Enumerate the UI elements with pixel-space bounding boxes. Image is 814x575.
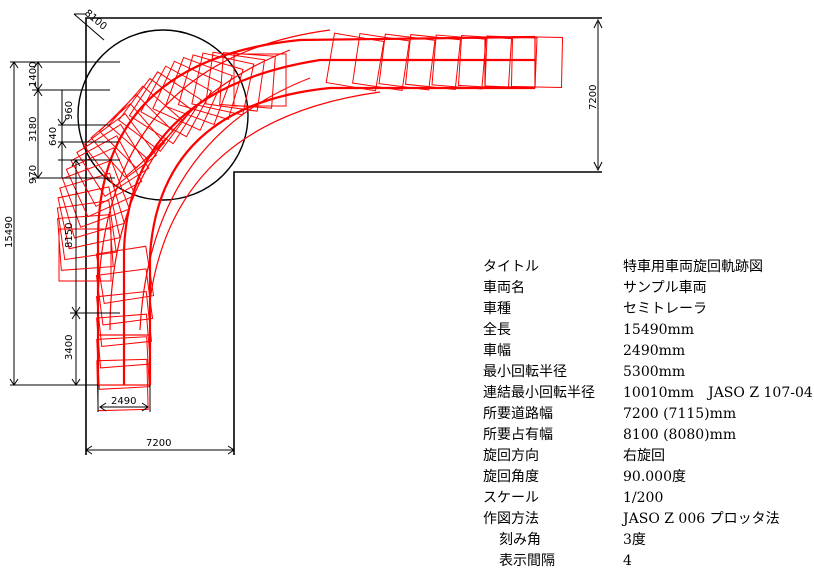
trajectory-curve bbox=[109, 49, 291, 331]
vehicle-outline bbox=[57, 214, 114, 271]
vehicle-outline bbox=[76, 123, 150, 198]
spec-row-vehicle-type: 車種 セミトレーラ bbox=[483, 299, 813, 320]
spec-label: 車両名 bbox=[483, 280, 525, 296]
spec-row-min-radius: 最小回転半径 5300mm bbox=[483, 362, 813, 383]
trajectory-curve bbox=[97, 29, 331, 301]
spec-row-vehicle-name: 車両名 サンプル車両 bbox=[483, 278, 813, 299]
vehicle-outline-final bbox=[484, 36, 536, 88]
spec-value: 90.000度 bbox=[623, 469, 686, 485]
dim-640: 640 bbox=[48, 127, 59, 146]
spec-row-occupied-width: 所要占有幅 8100 (8080)mm bbox=[483, 425, 813, 446]
vehicle-outline bbox=[98, 93, 174, 169]
vehicle-outline bbox=[233, 53, 287, 107]
vehicle-outline bbox=[58, 228, 112, 282]
dim-3400: 3400 bbox=[64, 335, 75, 360]
vehicle-outline bbox=[205, 51, 266, 112]
dim-3180: 3180 bbox=[28, 117, 39, 142]
spec-label: 刻み角 bbox=[499, 532, 541, 548]
spec-label: 作図方法 bbox=[483, 511, 539, 527]
vehicle-outline bbox=[191, 52, 255, 116]
spec-value: 5300mm bbox=[623, 364, 686, 380]
vehicle-outline bbox=[95, 268, 154, 326]
spec-value: 右旋回 bbox=[623, 448, 665, 464]
vehicle-outline bbox=[164, 56, 233, 126]
vehicle-outline bbox=[59, 172, 126, 239]
vehicle-outline bbox=[510, 35, 564, 89]
spec-value: 8100 (8080)mm bbox=[623, 427, 737, 443]
vehicle-outline bbox=[325, 32, 385, 92]
spec-label: スケール bbox=[483, 490, 539, 506]
spec-label: 旋回角度 bbox=[483, 469, 539, 485]
vehicle-outline bbox=[61, 159, 131, 228]
spec-value: 15490mm bbox=[623, 322, 695, 338]
turning-circle bbox=[77, 29, 249, 201]
trajectory-curve bbox=[139, 77, 311, 331]
spec-label: 最小回転半径 bbox=[483, 364, 567, 380]
spec-value: 10010mm JASO Z 107-04 bbox=[623, 385, 813, 401]
spec-value: セミトレーラ bbox=[623, 301, 707, 317]
spec-value: サンプル車両 bbox=[623, 280, 707, 296]
spec-value: JASO Z 006 プロッタ法 bbox=[623, 511, 780, 527]
dim-960: 960 bbox=[64, 101, 75, 120]
spec-row-coupled-radius: 連結最小回転半径 10010mm JASO Z 107-04 bbox=[483, 383, 813, 404]
spec-row-turn-angle: 旋回角度 90.000度 bbox=[483, 467, 813, 488]
dim-8150: 8150 bbox=[64, 223, 75, 248]
vehicle-outline bbox=[404, 33, 462, 91]
spec-value: 特車用車両旋回軌跡図 bbox=[623, 259, 763, 275]
dim-1400: 1400 bbox=[28, 62, 39, 87]
vehicle-outline bbox=[152, 60, 223, 131]
spec-label: 所要道路幅 bbox=[483, 406, 553, 422]
spec-label: タイトル bbox=[483, 259, 539, 275]
spec-row-title: タイトル 特車用車両旋回軌跡図 bbox=[483, 257, 813, 278]
spec-value: 3度 bbox=[623, 532, 646, 548]
trajectory-curve bbox=[148, 86, 535, 385]
spec-row-scale: スケール 1/200 bbox=[483, 488, 813, 509]
trajectory-curve bbox=[122, 58, 535, 385]
spec-label: 全長 bbox=[483, 322, 511, 338]
vehicle-outline bbox=[128, 71, 203, 145]
spec-row-step-angle: 刻み角 3度 bbox=[483, 530, 813, 551]
dim-total-length: 15490 bbox=[4, 216, 15, 248]
spec-value: 4 bbox=[623, 553, 632, 569]
vehicle-outline bbox=[95, 290, 153, 348]
vehicle-outline bbox=[378, 33, 436, 91]
vehicle-outline bbox=[82, 113, 157, 188]
vehicle-outline bbox=[95, 245, 155, 305]
spec-value: 2490mm bbox=[623, 343, 686, 359]
vehicle-outline bbox=[90, 103, 166, 178]
spec-label: 連結最小回転半径 bbox=[483, 385, 595, 401]
dim-bottom-width: 7200 bbox=[146, 438, 171, 449]
vehicle-outline bbox=[140, 65, 213, 138]
vehicle-outline bbox=[352, 33, 410, 91]
dim-vehicle-width: 2490 bbox=[111, 396, 136, 407]
vehicle-outline-start bbox=[97, 334, 151, 386]
spec-row-road-width: 所要道路幅 7200 (7115)mm bbox=[483, 404, 813, 425]
spec-value: 7200 (7115)mm bbox=[623, 406, 737, 422]
spec-label: 表示間隔 bbox=[499, 553, 555, 569]
vehicle-outline bbox=[65, 147, 136, 218]
vehicle-outline bbox=[57, 186, 121, 250]
road-boundary bbox=[85, 17, 602, 455]
spec-table: タイトル 特車用車両旋回軌跡図 車両名 サンプル車両 車種 セミトレーラ 全長 1549… bbox=[483, 257, 813, 572]
dimension-lines bbox=[9, 13, 603, 455]
spec-label: 所要占有幅 bbox=[483, 427, 553, 443]
spec-row-width: 車幅 2490mm bbox=[483, 341, 813, 362]
dimension-labels: 8100 7200 7200 2490 15490 1400 3180 960 … bbox=[4, 8, 599, 449]
trajectory-group bbox=[56, 29, 564, 412]
vehicle-outline bbox=[70, 135, 143, 208]
trajectory-curve bbox=[149, 91, 381, 301]
spec-label: 車幅 bbox=[483, 343, 511, 359]
spec-label: 旋回方向 bbox=[483, 448, 539, 464]
dim-right-height: 7200 bbox=[588, 85, 599, 110]
spec-label: 車種 bbox=[483, 301, 511, 317]
dim-970: 970 bbox=[28, 165, 39, 184]
spec-row-length: 全長 15490mm bbox=[483, 320, 813, 341]
vehicle-outline bbox=[177, 54, 244, 121]
vehicle-outline bbox=[108, 85, 183, 161]
spec-row-method: 作図方法 JASO Z 006 プロッタ法 bbox=[483, 509, 813, 530]
spec-row-display-interval: 表示間隔 4 bbox=[483, 551, 813, 572]
spec-value: 1/200 bbox=[623, 490, 664, 506]
spec-row-turn-direction: 旋回方向 右旋回 bbox=[483, 446, 813, 467]
